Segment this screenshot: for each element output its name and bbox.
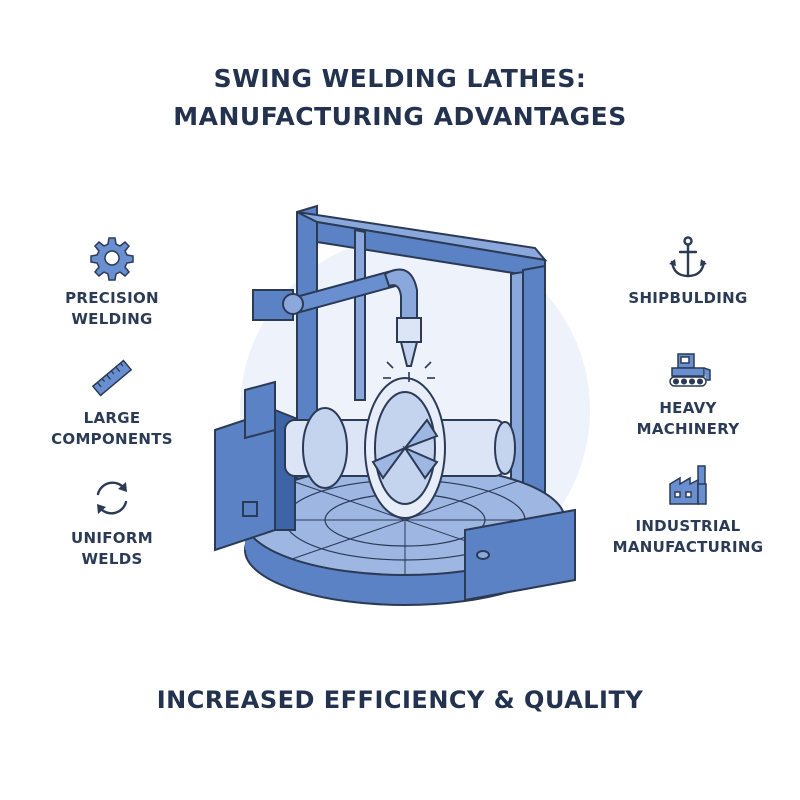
feature-label-line1: PRECISION [65,289,159,307]
feature-heavy-machinery: HEAVY MACHINERY [598,344,778,440]
cycle-arrows-icon [96,481,128,515]
feature-precision-welding: PRECISION WELDING [22,234,202,330]
welding-arm [252,268,422,367]
weld-sparks [383,361,435,382]
bulldozer-icon [669,353,711,387]
title-line-2: MANUFACTURING ADVANTAGES [173,102,627,131]
title-line-1: SWING WELDING LATHES: [213,64,587,93]
headstock [214,380,296,552]
feature-label-line2: MACHINERY [636,420,740,438]
feature-large-components: LARGE COMPONENTS [22,354,202,450]
feature-label-line1: UNIFORM [71,529,153,547]
gantry-frame [296,204,548,546]
gear-icon [90,237,134,281]
ruler-icon [91,359,133,397]
feature-label-line2: MANUFACTURING [612,538,764,556]
anchor-icon [669,236,707,278]
feature-label-line2: WELDING [71,310,153,328]
feature-industrial-manufacturing: INDUSTRIAL MANUFACTURING [598,462,778,558]
feature-label-line1: SHIPBULDING [628,289,748,307]
feature-label-line2: WELDS [81,550,143,568]
feature-label-line2: COMPONENTS [51,430,173,448]
factory-icon [669,465,707,505]
footer-tagline: INCREASED EFFICIENCY & QUALITY [156,686,644,714]
feature-uniform-welds: UNIFORM WELDS [22,474,202,570]
workpiece [284,377,516,519]
feature-label-line1: LARGE [83,409,141,427]
base-block [464,508,576,602]
feature-label-line1: INDUSTRIAL [635,517,741,535]
feature-shipbuilding: SHIPBULDING [598,234,778,309]
feature-label-line1: HEAVY [659,399,717,417]
swing-welding-lathe-illustration [214,204,590,606]
